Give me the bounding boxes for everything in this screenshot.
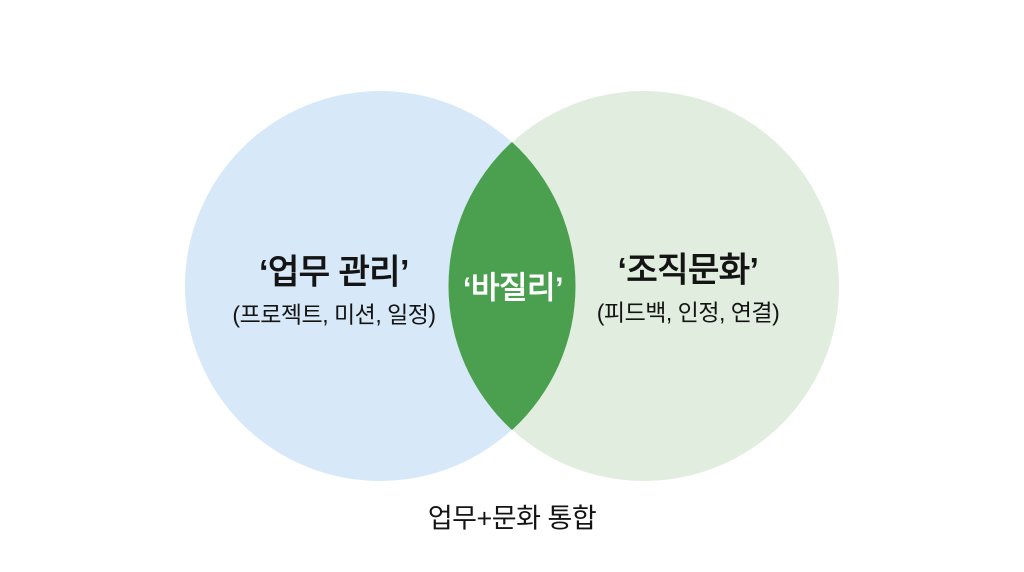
right-circle-label: ‘조직문화’ (피드백, 인정, 연결) [597,249,780,326]
intersection-lens-shape [448,142,576,430]
intersection-label: ‘바질리’ [462,270,564,306]
right-circle-subtitle: (피드백, 인정, 연결) [596,298,780,325]
left-circle-label: ‘업무 관리’ (프로젝트, 미션, 일정) [232,251,436,328]
diagram-caption: 업무+문화 통합 [427,503,597,534]
left-circle-subtitle: (프로젝트, 미션, 일정) [232,300,436,327]
left-circle-title: ‘업무 관리’ [259,253,409,292]
right-circle-title: ‘조직문화’ [617,251,759,290]
